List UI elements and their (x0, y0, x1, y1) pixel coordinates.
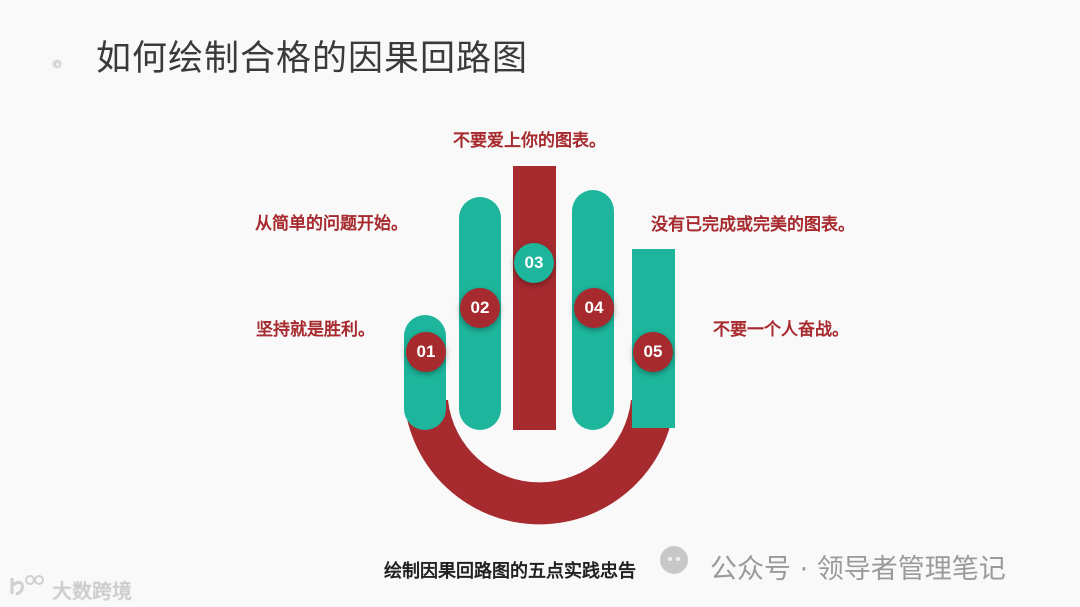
step-label-04: 没有已完成或完美的图表。 (651, 215, 855, 235)
finger-bar-3 (513, 166, 556, 430)
step-badge-01: 01 (406, 332, 446, 372)
step-badge-05: 05 (633, 332, 673, 372)
diagram-caption: 绘制因果回路图的五点实践忠告 (384, 561, 636, 582)
wechat-logo-icon (660, 546, 688, 574)
brand-watermark: 大数跨境 (52, 579, 132, 603)
step-label-02: 从简单的问题开始。 (255, 214, 408, 234)
step-label-03: 不要爱上你的图表。 (453, 131, 606, 151)
wechat-watermark: 公众号 · 领导者管理笔记 (710, 554, 1006, 585)
step-label-01: 坚持就是胜利。 (256, 320, 375, 340)
title-bullet-icon (52, 59, 62, 69)
slide-title: 如何绘制合格的因果回路图 (96, 39, 529, 79)
step-badge-04: 04 (574, 288, 614, 328)
step-badge-02: 02 (460, 288, 500, 328)
step-badge-03: 03 (514, 243, 554, 283)
u-arc-shape (404, 400, 675, 525)
brand-logo-icon (10, 575, 44, 596)
step-label-05: 不要一个人奋战。 (713, 320, 849, 340)
